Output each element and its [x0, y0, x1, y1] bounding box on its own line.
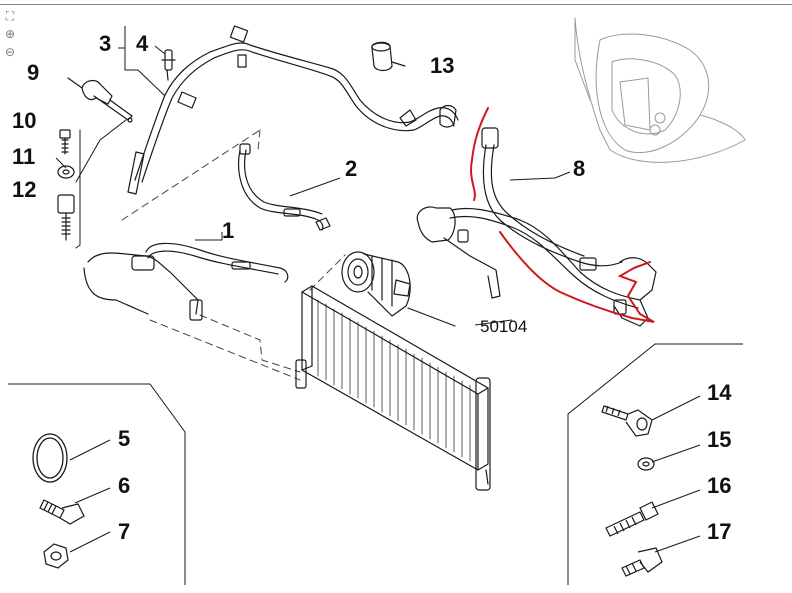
fit-view-icon[interactable]: ⛶	[5, 9, 15, 23]
section-frames	[8, 343, 743, 585]
highlight-line-upper	[470, 107, 489, 201]
part-15-washer	[637, 457, 655, 471]
part-17-bolt	[621, 547, 663, 577]
part-7-nut	[43, 543, 69, 569]
callout-7: 7	[118, 519, 131, 544]
callout-4: 4	[136, 31, 149, 56]
hose-top-assembly	[127, 25, 459, 195]
part-11-washer	[57, 165, 75, 179]
condenser	[295, 285, 491, 491]
callout-9: 9	[27, 60, 40, 85]
callout-5: 5	[118, 426, 131, 451]
callout-14: 14	[707, 380, 732, 405]
callout-13: 13	[430, 53, 455, 78]
part-1-hose	[83, 242, 289, 321]
part-8-hose	[416, 127, 657, 327]
top-border	[0, 4, 792, 5]
part-6-bolt	[39, 499, 85, 525]
leader-lines	[55, 26, 701, 553]
part-4-fitting	[161, 49, 176, 81]
callout-16: 16	[707, 473, 732, 498]
engine-outline	[574, 17, 746, 163]
callout-17: 17	[707, 519, 732, 544]
part-12-stud	[57, 194, 75, 241]
callout-12: 12	[12, 177, 37, 202]
view-toolbar: ⛶ ⊕ ⊖	[2, 8, 20, 66]
callout-6: 6	[118, 473, 131, 498]
highlight-line-lower	[499, 231, 655, 323]
callout-15: 15	[707, 427, 732, 452]
callout-50104: 50104	[480, 317, 528, 336]
part-2-hose	[238, 143, 331, 231]
part-13-grommet	[371, 41, 406, 72]
part-5-o-ring	[32, 433, 68, 483]
part-9-clamp	[67, 77, 133, 123]
callout-2: 2	[345, 156, 358, 181]
callout-1: 1	[222, 218, 235, 243]
callout-3: 3	[99, 31, 112, 56]
part-10-bolt	[59, 129, 71, 155]
zoom-out-icon[interactable]: ⊖	[4, 45, 16, 59]
zoom-in-icon[interactable]: ⊕	[4, 27, 16, 41]
highlight-marks	[470, 107, 655, 323]
part-14-bolt	[601, 405, 653, 437]
callout-8: 8	[573, 156, 586, 181]
callout-11: 11	[12, 144, 36, 169]
callout-10: 10	[12, 108, 37, 133]
part-16-stud	[605, 501, 659, 537]
compressor-50104	[341, 251, 456, 327]
